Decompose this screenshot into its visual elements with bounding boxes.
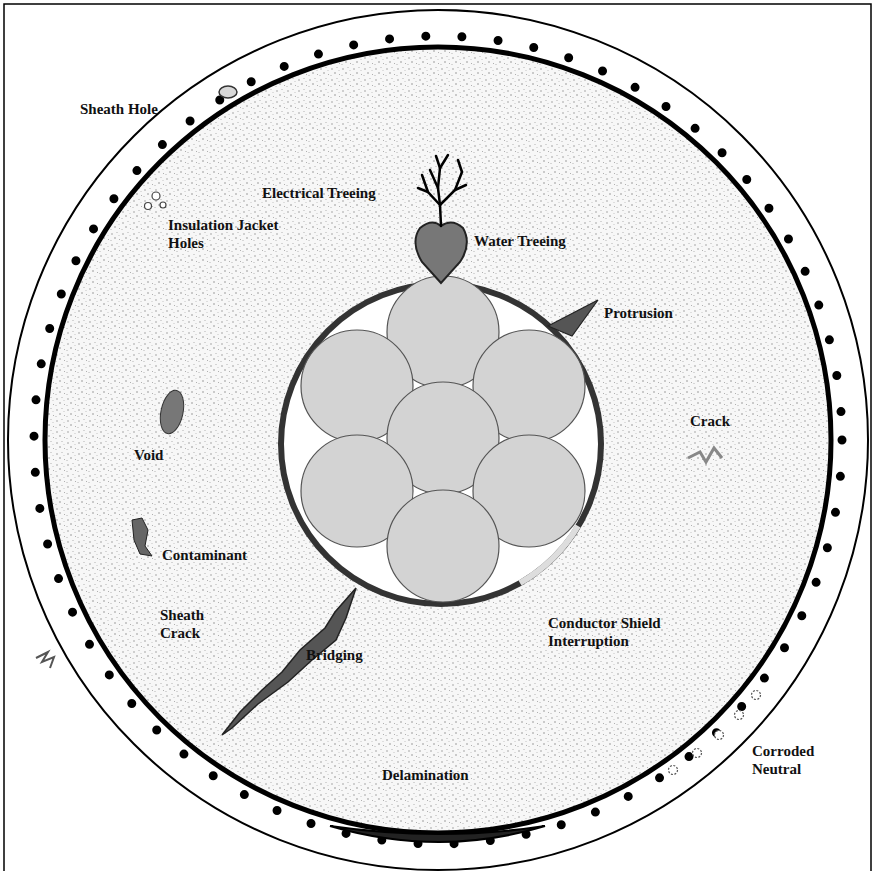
defect-label: Protrusion <box>604 304 714 322</box>
crack <box>688 448 722 462</box>
jacket-holes <box>145 192 167 210</box>
defect-label: Sheath Hole <box>80 100 190 118</box>
defect-label: Conductor Shield Interruption <box>548 614 698 650</box>
conductor-strands <box>301 276 585 602</box>
defect-label: Insulation Jacket Holes <box>168 216 308 252</box>
electrical-tree <box>418 155 466 226</box>
sheath-hole <box>219 86 237 98</box>
void <box>157 388 188 436</box>
frame <box>4 4 871 871</box>
protrusion <box>548 300 598 336</box>
delamination <box>330 826 545 842</box>
defect-label: Water Treeing <box>474 232 604 250</box>
water-tree <box>415 222 466 283</box>
defect-label: Void <box>134 446 194 464</box>
sheath-crack <box>36 652 54 668</box>
defect-label: Corroded Neutral <box>752 742 837 778</box>
insulation-shield <box>45 47 831 833</box>
outer-sheath <box>8 10 868 870</box>
defect-label: Sheath Crack <box>160 606 222 642</box>
defect-label: Bridging <box>306 646 396 664</box>
defect-label: Contaminant <box>162 546 282 564</box>
corroded-neutral <box>669 691 761 775</box>
defect-label: Electrical Treeing <box>262 184 412 202</box>
neutral-wires <box>34 36 842 844</box>
defect-label: Crack <box>690 412 760 430</box>
defect-label: Delamination <box>382 766 502 784</box>
contaminant <box>132 518 152 556</box>
